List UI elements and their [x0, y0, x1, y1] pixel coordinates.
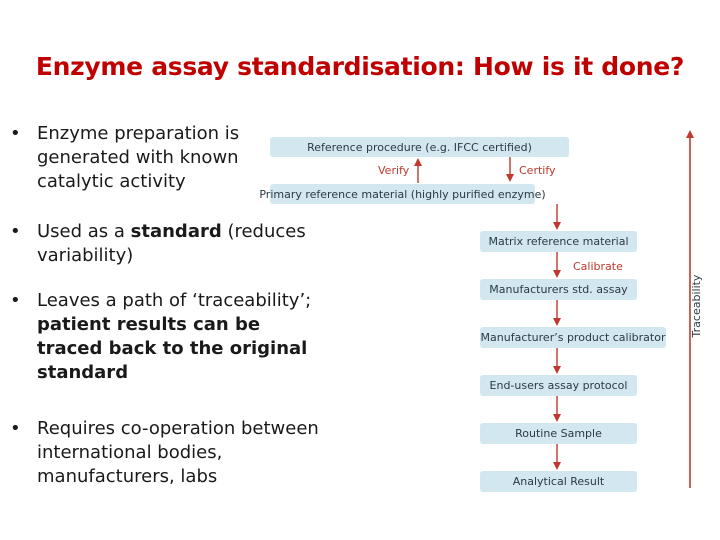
bullet-text: Leaves a path of ‘traceability’; patient…	[37, 289, 327, 385]
bullet-dot: •	[10, 221, 21, 242]
box-matrix-reference-material: Matrix reference material	[480, 231, 637, 252]
slide-title: Enzyme assay standardisation: How is it …	[35, 52, 685, 81]
bullet-text-bold: patient results can be traced back to th…	[37, 314, 308, 383]
bullet-item: • Leaves a path of ‘traceability’; patie…	[10, 289, 330, 385]
certify-label: Certify	[519, 164, 556, 177]
calibrate-label: Calibrate	[573, 260, 623, 273]
bullet-text-part: Used as a	[37, 221, 131, 242]
box-reference-procedure: Reference procedure (e.g. IFCC certified…	[270, 137, 569, 157]
bullet-item: • Enzyme preparation is generated with k…	[10, 122, 330, 194]
bullet-item: • Used as a standard (reduces variabilit…	[10, 220, 330, 268]
bullet-dot: •	[10, 290, 21, 311]
traceability-label: Traceability	[690, 274, 703, 338]
bullet-text: Used as a standard (reduces variability)	[37, 220, 332, 268]
bullet-text-part: Leaves a path of ‘traceability’;	[37, 290, 312, 311]
box-primary-reference-material: Primary reference material (highly purif…	[259, 184, 546, 204]
bullet-dot: •	[10, 418, 21, 439]
bullet-text-part: Enzyme preparation is generated with kno…	[37, 123, 240, 192]
bullet-text: Enzyme preparation is generated with kno…	[37, 122, 277, 194]
box-product-calibrator: Manufacturer’s product calibrator	[480, 327, 666, 348]
box-routine-sample: Routine Sample	[480, 423, 637, 444]
bullet-text: Requires co-operation between internatio…	[37, 417, 322, 489]
box-end-users-protocol: End-users assay protocol	[480, 375, 637, 396]
verify-label: Verify	[378, 164, 410, 177]
bullet-text-part: Requires co-operation between internatio…	[37, 418, 319, 487]
box-analytical-result: Analytical Result	[480, 471, 637, 492]
bullet-text-bold: standard	[130, 221, 222, 242]
bullet-item: • Requires co-operation between internat…	[10, 417, 330, 489]
bullet-text-part: (reduces variability)	[37, 221, 306, 266]
bullet-dot: •	[10, 123, 21, 144]
box-manufacturers-assay: Manufacturers std. assay	[480, 279, 637, 300]
